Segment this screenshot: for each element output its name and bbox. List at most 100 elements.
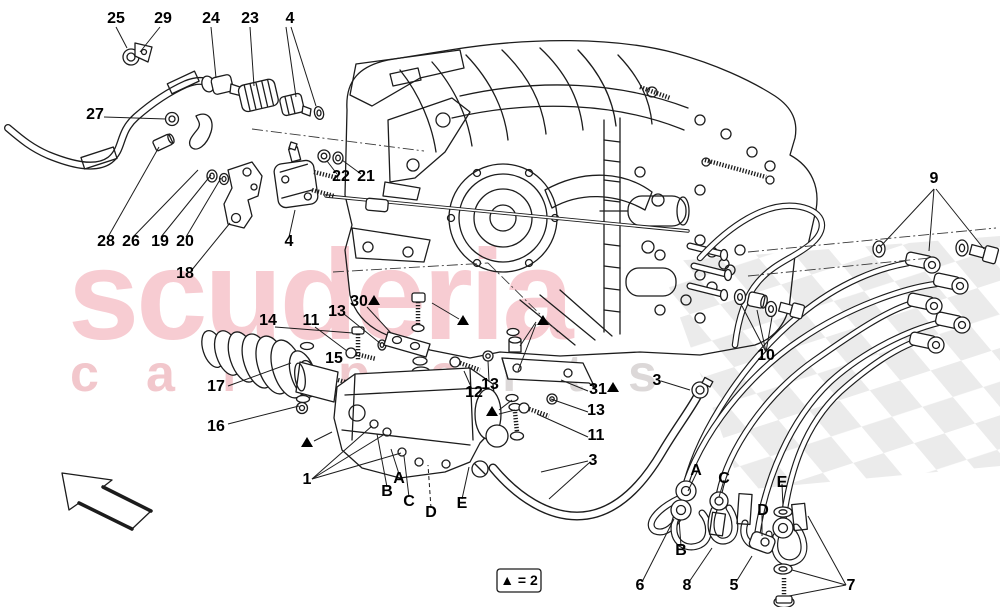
phantom-line: [747, 227, 997, 253]
callout-1: 1: [303, 471, 312, 488]
leader-line: [139, 26, 161, 53]
callout-5: 5: [730, 577, 739, 594]
leader-line: [227, 362, 292, 387]
quantity-triangle-marker: [457, 315, 469, 325]
callout-7: 7: [847, 577, 856, 594]
leader-line: [107, 146, 160, 238]
leader-line: [249, 26, 255, 87]
clutch-actuator-assembly: [201, 292, 714, 516]
gearbox-drawing: [344, 39, 818, 359]
leader-line: [366, 306, 392, 334]
leader-line: [879, 188, 935, 248]
leader-line: [343, 313, 382, 345]
watermark-checkered-flag: [660, 236, 1000, 490]
leader-line: [190, 222, 231, 272]
phantom-line: [332, 262, 489, 273]
callout-12: 12: [465, 384, 483, 401]
callout-3: 3: [589, 452, 598, 469]
leader-line: [928, 188, 935, 252]
callout-21: 21: [357, 168, 375, 185]
leader-line: [519, 321, 537, 347]
direction-arrow-icon: [61, 472, 153, 531]
dashed-leader-line: [427, 464, 432, 509]
leader-line: [498, 409, 516, 415]
phantom-line: [487, 262, 559, 333]
leader-line: [132, 169, 199, 238]
leader-line: [718, 479, 725, 498]
leader-line: [227, 405, 300, 425]
callout-A: A: [690, 462, 702, 479]
callout-D: D: [425, 504, 437, 521]
callout-C: C: [403, 493, 415, 510]
leader-line: [791, 569, 847, 586]
legend-text: ▲ = 2: [500, 572, 538, 588]
callout-17: 17: [207, 378, 225, 395]
callout-9: 9: [930, 170, 939, 187]
leader-line: [788, 584, 847, 597]
callout-C: C: [718, 470, 730, 487]
leader-line: [687, 471, 698, 492]
callout-29: 29: [154, 10, 172, 27]
legend-quantity-note: ▲ = 2: [496, 568, 542, 593]
leader-line: [540, 460, 589, 473]
callout-11: 11: [588, 427, 605, 444]
leader-line: [463, 370, 473, 390]
callout-23: 23: [241, 10, 259, 27]
leader-line: [326, 160, 338, 175]
callout-27: 27: [86, 106, 104, 123]
quantity-triangle-marker: [368, 295, 380, 305]
leader-line: [376, 433, 388, 488]
callout-20: 20: [176, 233, 194, 250]
leader-line: [274, 326, 354, 334]
hydraulic-hoses-bundle: [681, 206, 1000, 536]
leader-line: [517, 323, 537, 372]
leader-line: [735, 555, 753, 583]
leader-line: [311, 425, 373, 480]
leader-line: [431, 302, 460, 320]
callout-22: 22: [332, 168, 350, 185]
leader-line: [756, 309, 767, 353]
leader-line: [403, 455, 410, 498]
leader-line: [741, 305, 767, 353]
leader-line: [807, 515, 847, 586]
leader-line: [311, 452, 402, 480]
callout-14: 14: [259, 312, 277, 329]
leader-line: [550, 398, 589, 413]
quantity-triangle-marker: [486, 406, 498, 416]
callout-31: 31: [589, 381, 607, 398]
leader-line: [781, 483, 784, 508]
quantity-triangle-marker: [607, 382, 619, 392]
callout-8: 8: [683, 577, 692, 594]
leader-line: [548, 462, 590, 500]
callout-30: 30: [350, 293, 368, 310]
phantom-line: [251, 128, 425, 152]
callout-B: B: [381, 483, 393, 500]
callout-6: 6: [636, 577, 645, 594]
leader-line: [487, 360, 490, 382]
leader-line: [115, 26, 128, 49]
callout-3: 3: [653, 372, 662, 389]
leader-line: [536, 413, 589, 438]
callout-13: 13: [481, 376, 499, 393]
leader-line: [160, 174, 212, 238]
callout-11: 11: [303, 312, 320, 329]
leader-line: [288, 209, 296, 238]
callout-13: 13: [587, 402, 605, 419]
callout-4: 4: [285, 233, 294, 250]
callout-13: 13: [328, 303, 346, 320]
callout-19: 19: [151, 233, 169, 250]
leader-line: [498, 399, 513, 411]
leader-line: [390, 448, 400, 475]
leader-line: [678, 518, 682, 547]
leader-line: [461, 466, 470, 500]
clutch-pipe-assembly: [8, 42, 344, 229]
leader-line: [314, 326, 348, 352]
leader-line: [311, 433, 386, 480]
callout-E: E: [457, 495, 468, 512]
leader-line: [641, 518, 675, 583]
callout-16: 16: [207, 418, 225, 435]
leader-line: [935, 188, 985, 250]
